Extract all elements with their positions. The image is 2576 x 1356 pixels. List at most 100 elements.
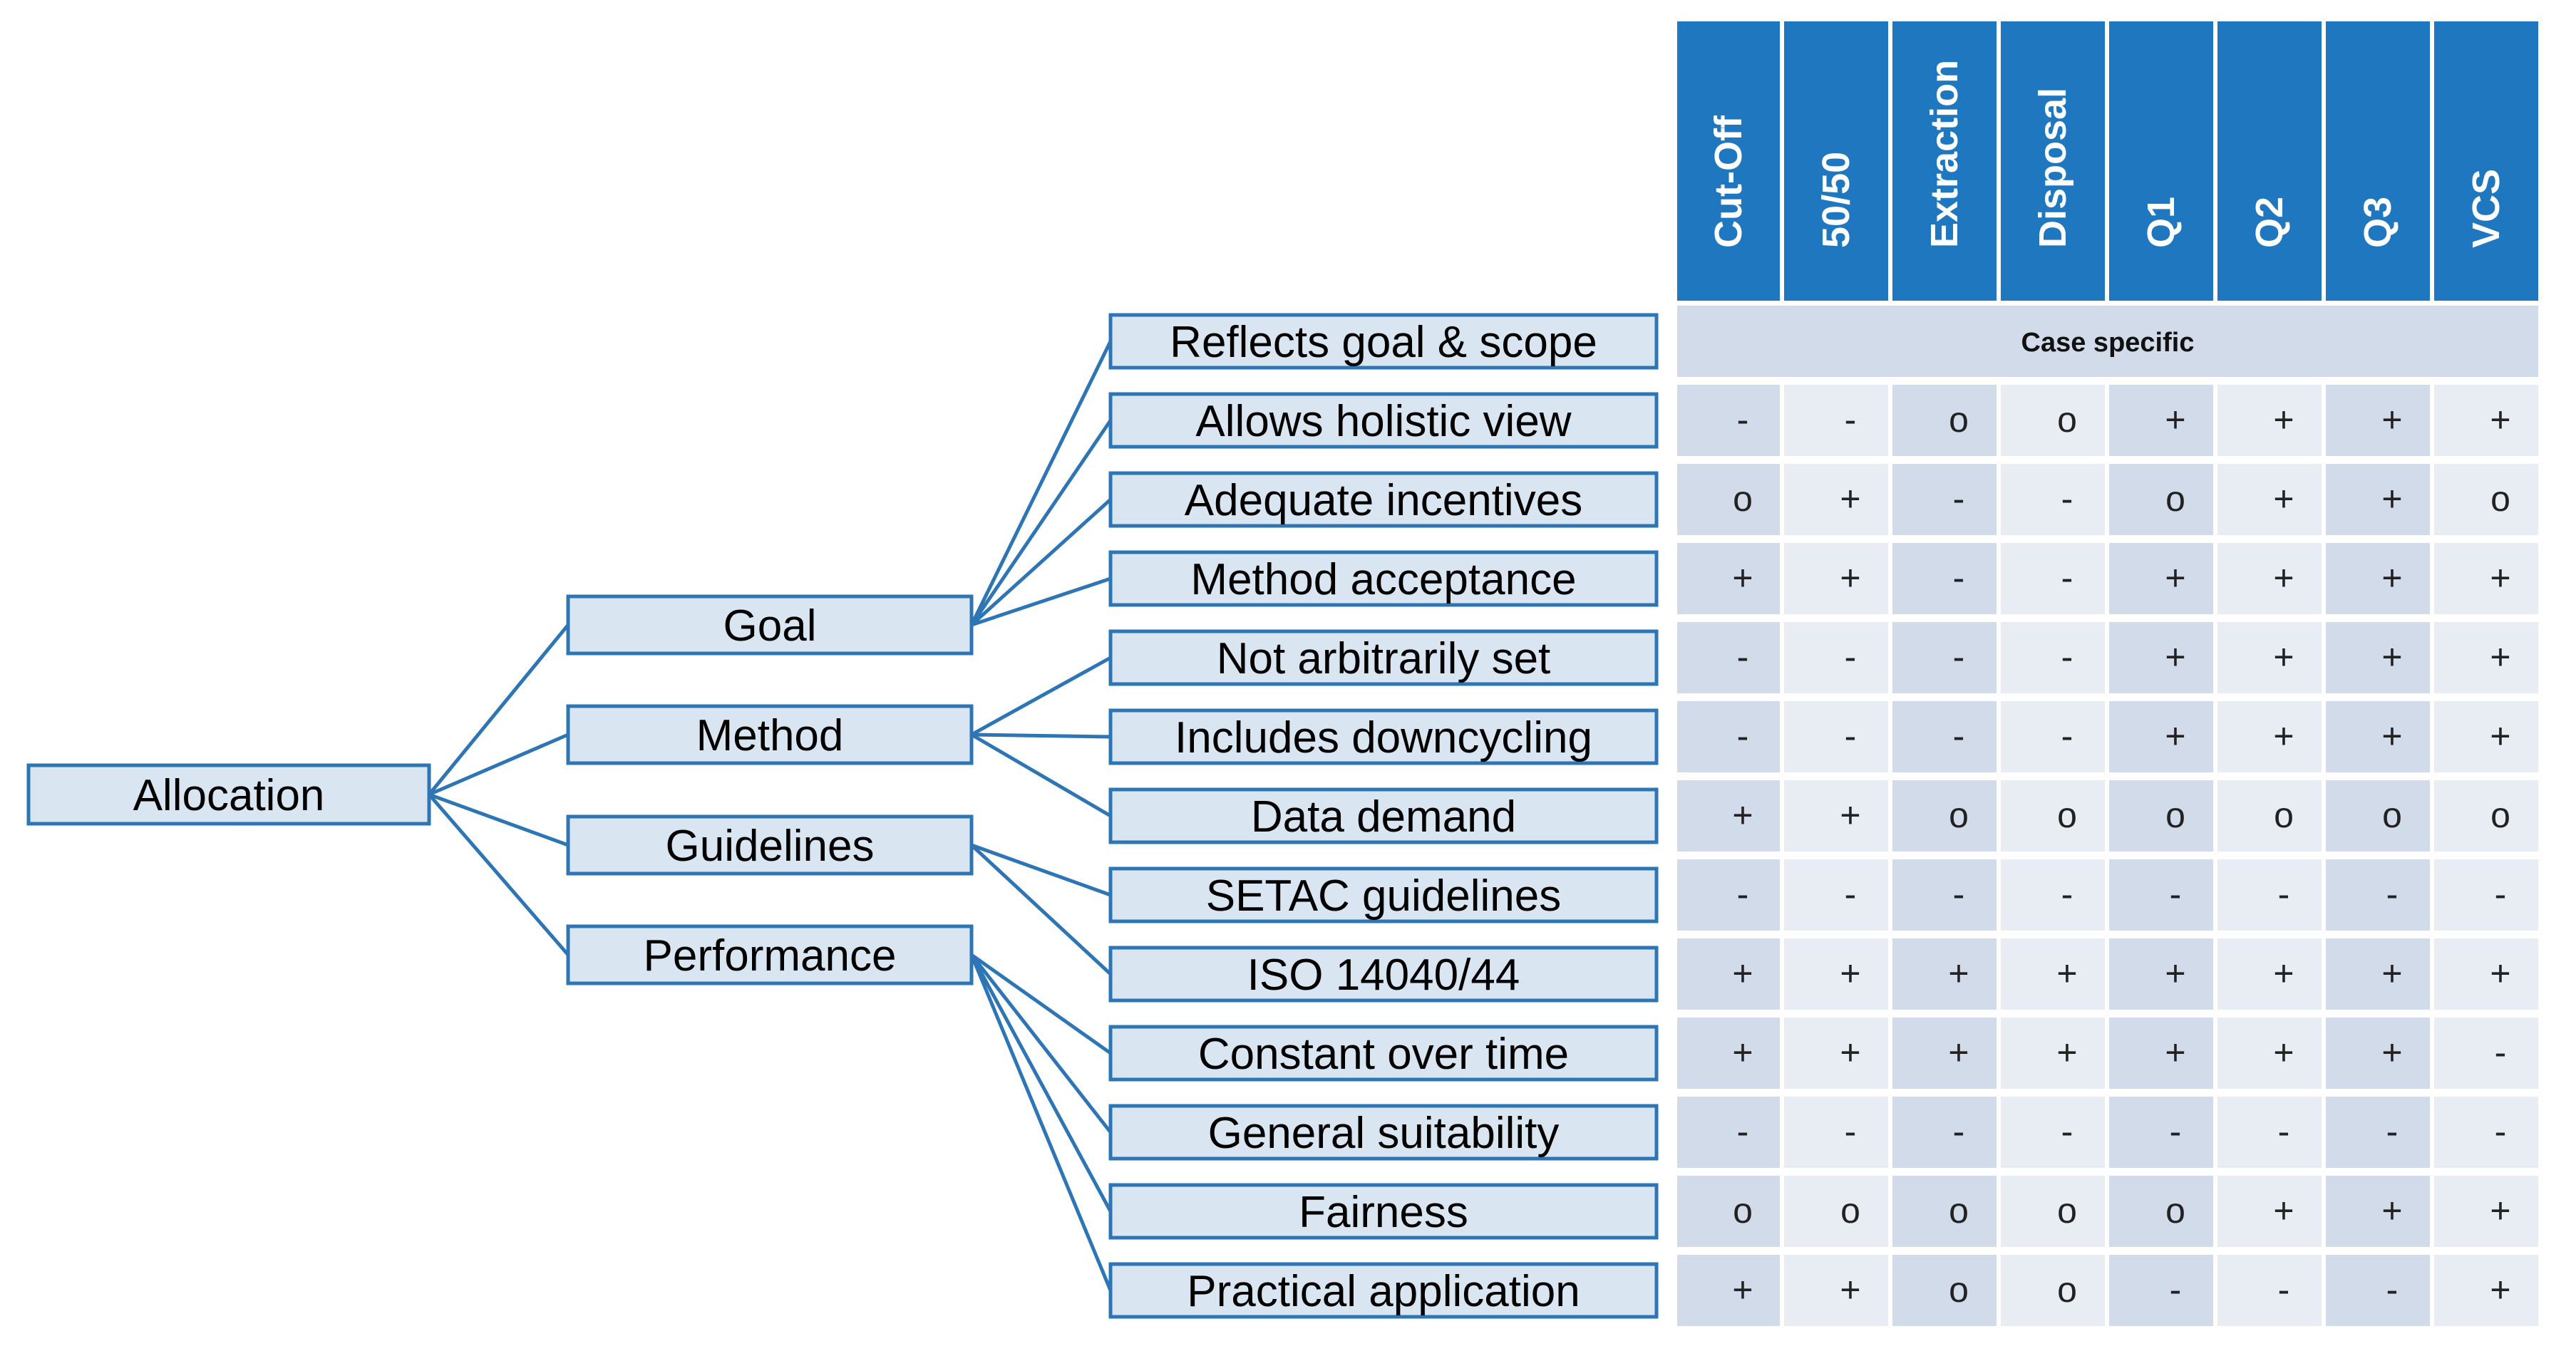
matrix-cell bbox=[1784, 543, 1888, 614]
group-node-goal bbox=[566, 594, 974, 656]
edge-group-to-criterion bbox=[969, 953, 1113, 1213]
criterion-node-box bbox=[1108, 313, 1659, 370]
matrix-cell bbox=[2001, 1176, 2105, 1247]
matrix-cell-value: + bbox=[2273, 637, 2294, 677]
matrix-cell bbox=[2109, 622, 2213, 693]
matrix-cell bbox=[2434, 543, 2538, 614]
matrix-cell-value: + bbox=[2165, 558, 2185, 598]
matrix-cell-value: o bbox=[1733, 479, 1753, 519]
edge-group-to-criterion bbox=[969, 340, 1113, 626]
matrix-cell bbox=[1677, 385, 1780, 456]
matrix-cell-value: + bbox=[1732, 558, 1753, 598]
edge-group-to-criterion bbox=[970, 953, 1112, 1055]
matrix-cell bbox=[2217, 385, 2322, 456]
matrix-cell bbox=[2326, 701, 2430, 772]
matrix-cell bbox=[1892, 1018, 1997, 1089]
group-node-performance bbox=[566, 924, 974, 985]
group-node-label: Goal bbox=[723, 601, 817, 651]
matrix-cell bbox=[1784, 1255, 1888, 1326]
matrix-cell bbox=[2001, 859, 2105, 931]
matrix-cell bbox=[2001, 1018, 2105, 1089]
edge-group-to-criterion bbox=[969, 419, 1113, 626]
matrix-cell bbox=[2434, 1255, 2538, 1326]
matrix-cell bbox=[2434, 622, 2538, 693]
matrix-cell-value: + bbox=[2381, 400, 2402, 440]
matrix-cell bbox=[2434, 780, 2538, 852]
matrix-cell-value: - bbox=[2278, 1270, 2290, 1310]
matrix-cell bbox=[2217, 1255, 2322, 1326]
matrix-cell-value: + bbox=[2273, 1191, 2294, 1231]
criterion-node-label: SETAC guidelines bbox=[1206, 871, 1562, 921]
matrix-cell-value: o bbox=[2165, 1191, 2185, 1231]
column-header-box bbox=[2434, 21, 2538, 301]
matrix-cell bbox=[1677, 859, 1780, 931]
matrix-cell-value: - bbox=[2386, 1112, 2399, 1151]
matrix-cell-value: - bbox=[1737, 874, 1749, 914]
matrix-cell-value: + bbox=[2490, 637, 2510, 677]
matrix-cell bbox=[2109, 780, 2213, 852]
matrix-cell-value: o bbox=[1949, 1270, 1969, 1310]
matrix-cell-value: + bbox=[1840, 558, 1860, 598]
criterion-node-box bbox=[1108, 708, 1659, 765]
matrix-cell-value: - bbox=[2386, 1270, 2399, 1310]
criterion-node-box bbox=[1108, 471, 1659, 528]
matrix-cell bbox=[2217, 1018, 2322, 1089]
matrix-cell-value: o bbox=[1949, 1191, 1969, 1231]
matrix-cell-value: + bbox=[1840, 1270, 1860, 1310]
matrix-cell bbox=[2326, 464, 2430, 535]
edge-group-to-criterion bbox=[970, 733, 1112, 818]
matrix-cell-value: - bbox=[2061, 558, 2073, 598]
matrix-cell-value: + bbox=[2165, 716, 2185, 756]
matrix-cell-value: o bbox=[2274, 795, 2294, 835]
matrix-cell bbox=[2109, 859, 2213, 931]
matrix-cell bbox=[2109, 1097, 2213, 1168]
matrix-cell bbox=[1892, 543, 1997, 614]
matrix-cell-value: + bbox=[2490, 1191, 2510, 1231]
matrix-cell bbox=[2109, 1176, 2213, 1247]
matrix-cell-value: - bbox=[1737, 400, 1749, 440]
column-header-label: Q2 bbox=[2248, 197, 2291, 248]
matrix-cell bbox=[2109, 385, 2213, 456]
matrix-cell bbox=[2326, 543, 2430, 614]
matrix-cell bbox=[2217, 1097, 2322, 1168]
matrix-cell-value: o bbox=[2382, 795, 2402, 835]
matrix-cell-value: + bbox=[1840, 953, 1860, 993]
matrix-cell bbox=[1784, 938, 1888, 1010]
criterion-node-label: Allows holistic view bbox=[1195, 397, 1571, 446]
matrix-cell bbox=[2217, 780, 2322, 852]
matrix-cell bbox=[2326, 1176, 2430, 1247]
matrix-cell bbox=[2109, 938, 2213, 1010]
matrix-cell bbox=[2109, 464, 2213, 535]
matrix-cell bbox=[1677, 1097, 1780, 1168]
matrix-cell-value: + bbox=[2381, 716, 2402, 756]
matrix-cell bbox=[1784, 622, 1888, 693]
matrix-cell-value: + bbox=[2381, 953, 2402, 993]
matrix-cell bbox=[1892, 385, 1997, 456]
criterion-node-label: Adequate incentives bbox=[1185, 476, 1582, 525]
matrix-cell bbox=[1892, 938, 1997, 1010]
matrix-cell-value: o bbox=[2057, 795, 2077, 835]
criterion-node-label: General suitability bbox=[1208, 1109, 1560, 1158]
matrix-cell bbox=[1892, 780, 1997, 852]
criterion-node-box bbox=[1108, 1025, 1659, 1082]
matrix-cell bbox=[2217, 701, 2322, 772]
matrix-cell bbox=[2001, 464, 2105, 535]
matrix-cell-value: - bbox=[2170, 874, 2182, 914]
group-node-guidelines bbox=[566, 814, 974, 876]
matrix-cell bbox=[2217, 464, 2322, 535]
matrix-cell-value: - bbox=[1953, 874, 1965, 914]
matrix-cell bbox=[1892, 1176, 1997, 1247]
matrix-cell-value: + bbox=[1732, 795, 1753, 835]
criterion-node-label: Constant over time bbox=[1198, 1030, 1569, 1079]
matrix-cell bbox=[2217, 859, 2322, 931]
span-cell bbox=[1677, 306, 2538, 377]
root-node-box bbox=[26, 763, 431, 826]
group-node-label: Performance bbox=[644, 931, 897, 980]
column-header-box bbox=[1892, 21, 1997, 301]
matrix-cell bbox=[2001, 543, 2105, 614]
span-cell-label: Case specific bbox=[2021, 328, 2195, 358]
criterion-node-label: Method acceptance bbox=[1190, 555, 1576, 604]
criterion-node-label: ISO 14040/44 bbox=[1247, 951, 1520, 1000]
matrix-cell-value: + bbox=[2490, 716, 2510, 756]
